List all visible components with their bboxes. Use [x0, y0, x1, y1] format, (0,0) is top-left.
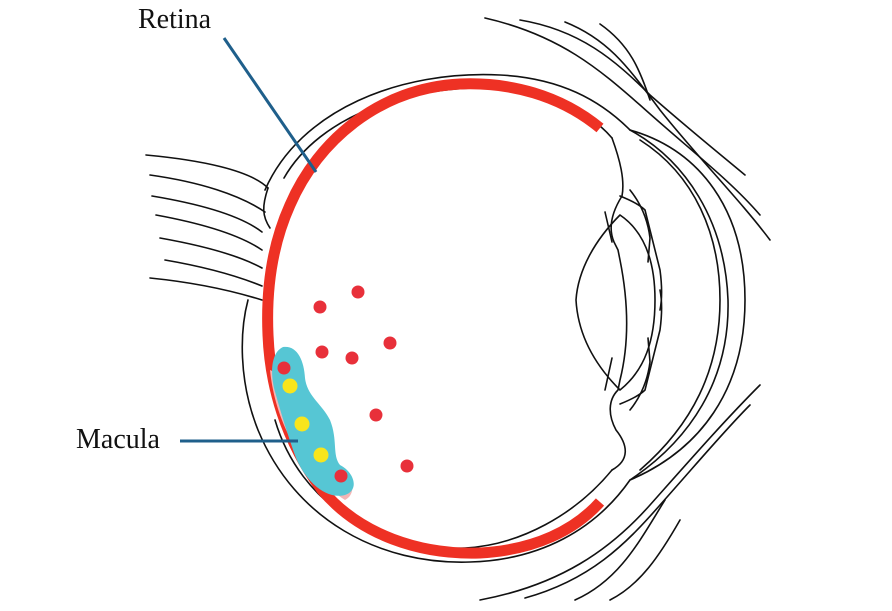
red-spot: [351, 285, 365, 299]
cornea: [629, 129, 729, 481]
red-spot: [315, 345, 329, 359]
red-spot: [369, 408, 383, 422]
macula-label: Macula: [76, 424, 160, 455]
red-spot: [277, 361, 291, 375]
yellow-spot: [313, 447, 329, 463]
sclera-outer: [241, 73, 746, 563]
red-spot: [400, 459, 414, 473]
red-spot: [383, 336, 397, 350]
yellow-spot: [294, 416, 310, 432]
retina-band: [262, 78, 605, 559]
red-spot: [334, 469, 348, 483]
yellow-spots: [282, 378, 329, 463]
lens: [575, 214, 656, 391]
iris: [604, 137, 663, 471]
retina-label: Retina: [138, 4, 212, 35]
eyelid-contours: [479, 17, 771, 601]
red-spot: [313, 300, 327, 314]
red-spot: [345, 351, 359, 365]
red-spots: [277, 285, 414, 483]
yellow-spot: [282, 378, 298, 394]
optic-nerve: [145, 154, 271, 301]
retina-leader-line: [222, 37, 318, 173]
